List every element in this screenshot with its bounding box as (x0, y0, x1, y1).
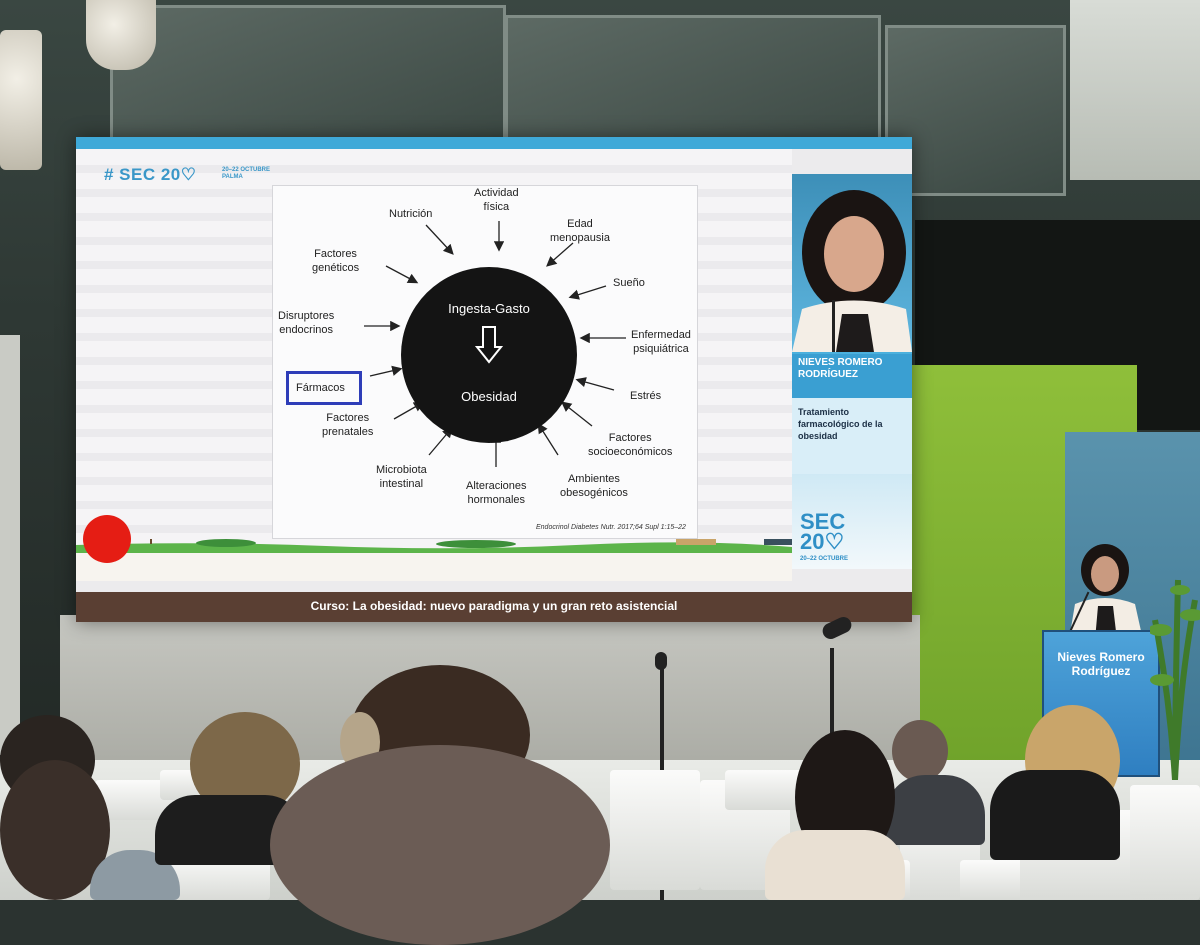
figure-box (272, 185, 698, 539)
speaker-name-line: NIEVES ROMERO (798, 357, 883, 368)
factor-prenatales: Factores prenatales (322, 411, 373, 439)
hashtag-text: # SEC 20 (104, 165, 181, 184)
speaker-name-bar: NIEVES ROMERO RODRÍGUEZ (792, 354, 912, 398)
seat (725, 770, 805, 810)
ceiling-lamp (86, 0, 156, 70)
factor-line: Disruptores (278, 310, 335, 322)
center-circle (401, 267, 577, 443)
podium-name-line: Rodríguez (1071, 664, 1131, 678)
factor-arrows (364, 221, 626, 467)
event-city-text: PALMA (222, 174, 243, 180)
factor-actividad: Actividad física (474, 186, 519, 214)
landscape-illustration (76, 539, 792, 581)
speaker-name: NIEVES ROMERO RODRÍGUEZ (798, 357, 908, 381)
audience-body (765, 830, 905, 900)
event-hashtag: # SEC 20♡ (104, 165, 197, 185)
factor-sueno: Sueño (613, 277, 645, 289)
factor-socioeconomicos: Factores socioeconómicos (588, 431, 672, 459)
center-top-label: Ingesta-Gasto (448, 301, 530, 316)
factor-line: Factores (314, 248, 357, 260)
factor-enfermedad: Enfermedad psiquiátrica (631, 328, 691, 356)
factor-line: Edad (567, 218, 593, 230)
heart-icon: ♡ (180, 165, 197, 184)
factor-ambientes: Ambientes obesogénicos (560, 472, 628, 500)
window (110, 5, 506, 151)
sec-logo-line: SEC (800, 509, 846, 534)
arrows-layer (364, 221, 626, 467)
factor-nutricion: Nutrición (389, 208, 433, 220)
talk-title-line: obesidad (798, 431, 838, 441)
citation: Endocrinol Diabetes Nutr. 2017;64 Supl 1… (536, 524, 686, 531)
factor-geneticos: Factores genéticos (312, 247, 359, 275)
center-bottom-label: Obesidad (461, 389, 517, 404)
heart-icon: ♡ (824, 529, 845, 554)
projection-screen: # SEC 20♡ 20–22 OCTUBRE PALMA (76, 137, 912, 622)
factor-line: obesogénicos (560, 487, 628, 499)
sec-logo-line: 20 (800, 529, 825, 554)
caption-bar: Curso: La obesidad: nuevo paradigma y un… (76, 592, 912, 622)
speaker-person (1069, 544, 1143, 640)
ceiling-structure (1070, 0, 1200, 180)
course-caption: Curso: La obesidad: nuevo paradigma y un… (310, 599, 678, 613)
window (885, 25, 1066, 196)
event-dates-text: 20–22 OCTUBRE (222, 167, 271, 173)
talk-title-line: farmacológico de la (798, 419, 883, 429)
ceiling-lamp (0, 30, 42, 170)
slide: # SEC 20♡ 20–22 OCTUBRE PALMA (76, 149, 792, 581)
talk-title: Tratamiento farmacológico de la obesidad (798, 406, 908, 442)
factor-line: menopausia (550, 232, 610, 244)
factor-line: genéticos (312, 262, 360, 274)
audience-body (990, 770, 1120, 860)
factor-microbiota: Microbiota intestinal (376, 463, 427, 491)
screen-top-bar (76, 137, 912, 149)
talk-title-bar: Tratamiento farmacológico de la obesidad (792, 398, 912, 474)
window (505, 15, 881, 161)
speaker-portrait (792, 190, 912, 352)
factor-line: Microbiota (376, 464, 427, 476)
factor-line: Alteraciones (466, 480, 527, 492)
sec-logo-area: SEC 20♡ 20–22 OCTUBRE (792, 474, 912, 569)
factor-estres: Estrés (630, 390, 662, 402)
speaker-video (792, 174, 912, 352)
pillar (0, 335, 20, 755)
down-arrow-icon (475, 326, 503, 364)
sec-logo: SEC 20♡ (800, 509, 846, 554)
factor-line: endocrinos (279, 324, 334, 336)
factor-line: socioeconómicos (588, 446, 673, 458)
speaker-name-line: RODRÍGUEZ (798, 369, 858, 380)
factor-line: Enfermedad (631, 329, 691, 341)
seat (610, 770, 700, 890)
factor-line: Factores (608, 432, 652, 444)
factor-edad: Edad menopausia (550, 217, 610, 245)
audience-head (892, 720, 948, 782)
factor-hormonales: Alteraciones hormonales (466, 479, 527, 507)
factor-disruptores: Disruptores endocrinos (278, 309, 334, 337)
plant (1150, 579, 1200, 780)
factor-line: hormonales (467, 494, 526, 506)
factor-line: psiquiátrica (633, 343, 689, 355)
factor-farmacos: Fármacos (296, 382, 345, 394)
factor-line: Actividad (474, 187, 519, 199)
speaker-pane: NIEVES ROMERO RODRÍGUEZ Tratamiento farm… (792, 174, 912, 569)
sec-logo-dates: 20–22 OCTUBRE (800, 556, 849, 562)
factor-line: Ambientes (567, 473, 620, 485)
red-badge (83, 515, 131, 563)
factor-line: intestinal (379, 478, 424, 490)
seat (1130, 785, 1200, 900)
podium-name-line: Nieves Romero (1057, 650, 1145, 664)
microphone (655, 652, 667, 670)
factor-line: prenatales (322, 426, 374, 438)
highlight-box (286, 371, 362, 405)
factor-line: física (483, 201, 510, 213)
audience-head (270, 745, 610, 945)
talk-title-line: Tratamiento (798, 407, 850, 417)
podium-name: Nieves Romero Rodríguez (1044, 650, 1158, 678)
event-dates: 20–22 OCTUBRE PALMA (222, 167, 270, 181)
audience-body (885, 775, 985, 845)
factor-line: Factores (326, 412, 370, 424)
